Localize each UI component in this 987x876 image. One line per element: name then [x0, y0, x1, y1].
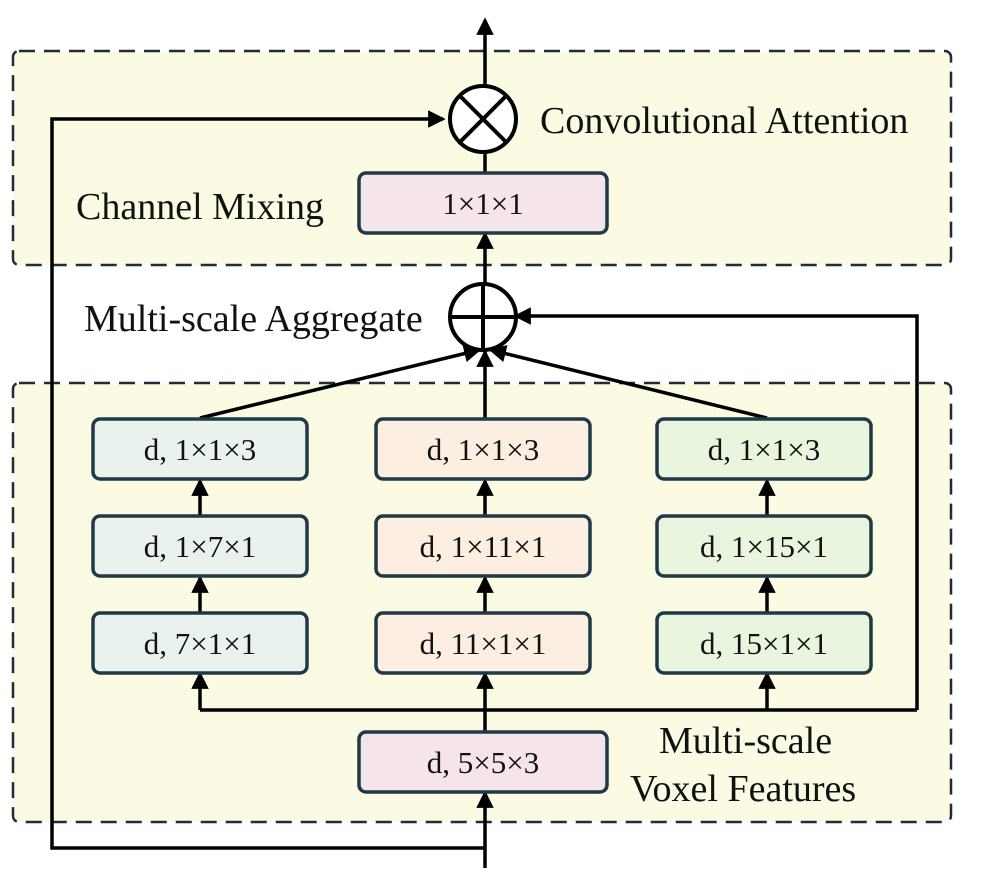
channel-mixing-label: Channel Mixing: [76, 186, 324, 228]
branch-right-box-top: d, 1×1×3: [655, 417, 873, 481]
branch-mid-box-bottom: d, 11×1×1: [374, 611, 592, 675]
attention-region: [11, 49, 953, 267]
branch-left-label-bottom: d, 7×1×1: [144, 626, 256, 661]
branch-left-box-top: d, 1×1×3: [91, 417, 309, 481]
branch-left-box-bottom: d, 7×1×1: [91, 611, 309, 675]
branch-mid-label-top: d, 1×1×3: [427, 432, 539, 467]
branch-right-label-bottom: d, 15×1×1: [700, 626, 828, 661]
multiscale-voxel-label-line2: Voxel Features: [630, 768, 856, 810]
branch-right-box-bottom: d, 15×1×1: [655, 611, 873, 675]
branch-left-box-middle: d, 1×7×1: [91, 514, 309, 578]
branch-mid-box-top: d, 1×1×3: [374, 417, 592, 481]
branch-mid-label-bottom: d, 11×1×1: [420, 626, 547, 661]
convolutional-attention-label: Convolutional Attention: [540, 100, 908, 142]
skip-connection-arrow: [50, 110, 485, 850]
branch-left-label-top: d, 1×1×3: [144, 432, 256, 467]
agg-arrow-left: [199, 345, 482, 420]
multiscale-voxel-label-line1: Multi-scale: [659, 720, 832, 762]
multiscale-region: [11, 381, 953, 824]
branch-mid-box-middle: d, 1×11×1: [374, 514, 592, 578]
branch-right-box-middle: d, 1×15×1: [655, 514, 873, 578]
branch-left-label-middle: d, 1×7×1: [144, 529, 256, 564]
multiscale-aggregate-label: Multi-scale Aggregate: [84, 298, 423, 340]
branch-right-label-middle: d, 1×15×1: [700, 529, 828, 564]
residual-arrow: [513, 307, 919, 710]
branch-mid-label-middle: d, 1×11×1: [420, 529, 547, 564]
channel-mix-box: 1×1×1: [357, 171, 609, 235]
base-conv-box-label: d, 5×5×3: [427, 745, 539, 780]
branch-right-label-top: d, 1×1×3: [708, 432, 820, 467]
channel-mix-box-label: 1×1×1: [442, 186, 523, 221]
add-operator-icon: [448, 282, 518, 352]
multiply-operator-icon: [448, 84, 518, 154]
base-conv-box: d, 5×5×3: [357, 730, 609, 794]
agg-arrow-right: [488, 345, 768, 420]
